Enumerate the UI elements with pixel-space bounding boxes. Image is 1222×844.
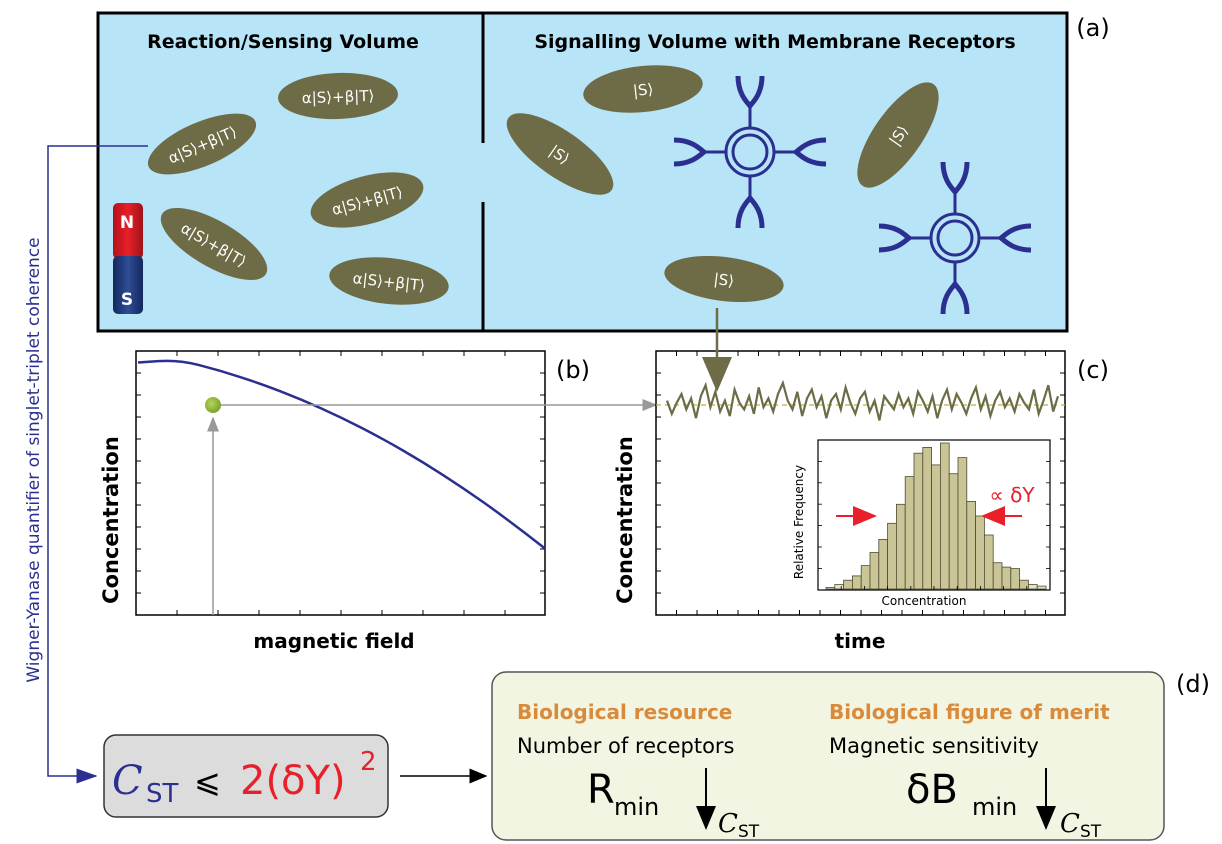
histogram-bar bbox=[878, 539, 888, 590]
concentration-curve bbox=[137, 359, 546, 550]
histogram-bar bbox=[931, 464, 941, 590]
superposition-molecule: α|S⟩+β|T⟩ bbox=[329, 257, 449, 305]
histogram-bar bbox=[966, 500, 976, 590]
singlet-molecule: |S⟩ bbox=[583, 65, 703, 113]
formula-rhs: 2(δY) bbox=[240, 758, 346, 804]
histogram-bar bbox=[860, 565, 871, 590]
left-volume-title: Reaction/Sensing Volume bbox=[147, 31, 419, 53]
panel-c-label: (c) bbox=[1077, 356, 1109, 384]
histogram-bar bbox=[957, 457, 968, 590]
histogram-bar bbox=[825, 587, 836, 590]
histogram-bar bbox=[922, 446, 932, 590]
merit-text: Magnetic sensitivity bbox=[829, 734, 1039, 758]
superposition-molecule: α|S⟩+β|T⟩ bbox=[310, 172, 424, 228]
b-xlabel: magnetic field bbox=[253, 629, 414, 653]
formula-sub: ST bbox=[146, 779, 179, 809]
panel-c: Relative Frequency Concentration ∝ δY Co… bbox=[613, 308, 1109, 653]
histogram-bar bbox=[1001, 566, 1012, 590]
formula-exp: 2 bbox=[360, 747, 377, 777]
merit-arrow-c: C bbox=[1060, 809, 1080, 839]
panel-b-label: (b) bbox=[556, 356, 590, 384]
singlet-molecule: |S⟩ bbox=[664, 255, 784, 303]
histogram-bar bbox=[948, 473, 959, 590]
merit-box bbox=[491, 671, 1165, 841]
histogram-bar bbox=[843, 579, 853, 590]
singlet-molecule: |S⟩ bbox=[506, 113, 614, 195]
b-ylabel: Concentration bbox=[99, 436, 123, 604]
c-xlabel: time bbox=[835, 629, 886, 653]
panel-a-label: (a) bbox=[1076, 14, 1109, 42]
formula-leq: ⩽ bbox=[194, 762, 221, 800]
magnet-icon: N S bbox=[113, 203, 143, 314]
svg-text:α|S⟩+β|T⟩: α|S⟩+β|T⟩ bbox=[301, 87, 374, 108]
panel-d: (d) Biological resource Number of recept… bbox=[491, 670, 1210, 842]
histogram-bar bbox=[1028, 584, 1038, 590]
formula-box bbox=[103, 734, 389, 818]
resource-text: Number of receptors bbox=[517, 734, 735, 758]
histogram-bar bbox=[887, 522, 897, 590]
resource-title: Biological resource bbox=[517, 700, 732, 724]
formula-c: C bbox=[112, 758, 143, 804]
merit-symbol: δB bbox=[906, 767, 958, 813]
width-label: ∝ δY bbox=[989, 483, 1035, 507]
resource-arrow-c: C bbox=[718, 809, 738, 839]
concentration-trace bbox=[665, 379, 1060, 421]
hist-ylabel: Relative Frequency bbox=[792, 465, 806, 579]
histogram-bar bbox=[1036, 585, 1047, 590]
svg-text:S: S bbox=[121, 290, 133, 310]
resource-sub: min bbox=[614, 793, 659, 821]
histogram-bar bbox=[992, 562, 1003, 590]
histogram-bar bbox=[869, 552, 880, 590]
histogram-bar bbox=[834, 584, 844, 590]
hist-xlabel: Concentration bbox=[882, 594, 967, 608]
panel-d-label: (d) bbox=[1176, 670, 1210, 698]
histogram-bar bbox=[896, 503, 906, 590]
histogram-bar bbox=[975, 515, 985, 590]
operating-point bbox=[205, 397, 221, 413]
histogram-bar bbox=[852, 575, 862, 590]
svg-text:N: N bbox=[120, 213, 134, 233]
histogram-bars bbox=[825, 442, 1047, 590]
tick-marks-c bbox=[656, 351, 1065, 615]
plot-frame-b bbox=[135, 350, 546, 616]
svg-text:|S⟩: |S⟩ bbox=[713, 270, 735, 290]
merit-arrow-sub: ST bbox=[1080, 822, 1102, 842]
superposition-molecule: α|S⟩+β|T⟩ bbox=[278, 72, 398, 120]
tick-marks-b bbox=[136, 351, 545, 615]
resource-symbol: R bbox=[587, 767, 615, 813]
histogram-bar bbox=[984, 534, 994, 590]
panel-a: Reaction/Sensing Volume Signalling Volum… bbox=[96, 11, 1110, 333]
merit-sub: min bbox=[972, 793, 1017, 821]
svg-text:|S⟩: |S⟩ bbox=[632, 80, 654, 100]
merit-title: Biological figure of merit bbox=[829, 700, 1110, 724]
coherence-axis-label: Wigner-Yanase quantifier of singlet-trip… bbox=[24, 237, 44, 682]
histogram-bar bbox=[1010, 568, 1020, 590]
resource-arrow-sub: ST bbox=[738, 822, 760, 842]
coherence-connector: Wigner-Yanase quantifier of singlet-trip… bbox=[24, 145, 148, 784]
singlet-molecule: |S⟩ bbox=[857, 82, 939, 188]
panel-b: Concentration magnetic field (b) bbox=[99, 350, 658, 653]
c-ylabel: Concentration bbox=[613, 436, 637, 604]
right-volume-title: Signalling Volume with Membrane Receptor… bbox=[534, 31, 1015, 53]
tick-marks-hist bbox=[818, 460, 1050, 590]
histogram-bar bbox=[940, 442, 950, 590]
histogram-bar bbox=[913, 452, 924, 590]
histogram-bar bbox=[904, 476, 915, 590]
bound-formula: C ST ⩽ 2(δY) 2 bbox=[103, 734, 488, 818]
